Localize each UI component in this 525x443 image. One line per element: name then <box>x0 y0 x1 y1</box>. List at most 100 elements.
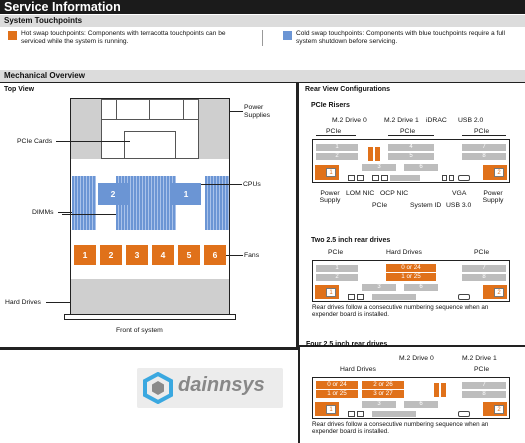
m2-drive-1-touchpoint <box>375 147 380 161</box>
riser-line <box>149 99 150 119</box>
four-drives-ocp <box>372 411 416 417</box>
pcie-slot-7: 7 <box>462 144 506 151</box>
four-drives-port <box>357 411 364 417</box>
ocp-nic-port <box>372 175 379 181</box>
two-drives-ocp <box>372 294 416 300</box>
leader-line <box>226 255 243 256</box>
four-drives-hard-drives-label: Hard Drives <box>340 366 376 373</box>
four-drives-slot-3: 3 <box>362 401 396 408</box>
four-drives-m2-0-touchpoint <box>434 383 439 397</box>
touchpoints-divider <box>262 30 263 46</box>
dimm-bank-right <box>205 176 229 230</box>
fan-5: 5 <box>178 245 200 265</box>
two-drives-slot-2: 2 <box>316 274 358 281</box>
four-drives-m2-drive-0-label: M.2 Drive 0 <box>399 355 434 362</box>
two-drives-pcie-right: PCIe <box>474 249 490 256</box>
four-drives-title: Four 2.5 inch rear drives <box>306 341 388 348</box>
touchpoints-section-title: System Touchpoints <box>0 15 525 27</box>
rear-drive-1-25: 1 or 25 <box>386 273 436 281</box>
four-drives-psu-2-number: 2 <box>494 405 504 414</box>
pcie-label-mid: PCIe <box>400 128 416 135</box>
vga-port <box>458 175 470 181</box>
hexagon-logo-icon <box>143 372 173 404</box>
two-drives-port <box>357 294 364 300</box>
rear-drive-2-26: 2 or 26 <box>362 381 404 389</box>
four-drives-slot-8: 8 <box>462 391 506 398</box>
fan-3: 3 <box>126 245 148 265</box>
dimm-bank-left <box>72 176 96 230</box>
rear-drive-0-24: 0 or 24 <box>316 381 358 389</box>
lom-nic-port <box>348 175 355 181</box>
mechanical-top-border <box>0 82 525 83</box>
hot-swap-description: Hot swap touchpoints: Components with te… <box>21 30 226 45</box>
two-drives-hard-drives-label: Hard Drives <box>386 249 422 256</box>
page-title: Service Information <box>0 0 525 14</box>
vga-label: VGA <box>452 190 467 197</box>
riser-line <box>101 119 199 120</box>
four-drives-port <box>348 411 355 417</box>
bracket-line <box>388 135 434 136</box>
ocp-nic-card <box>390 175 420 181</box>
two-drives-slot-3: 3 <box>362 284 396 291</box>
rear-drive-0-24: 0 or 24 <box>386 264 436 272</box>
two-drives-slot-7: 7 <box>462 265 506 272</box>
leader-line <box>56 141 130 142</box>
four-drive-left-border <box>298 347 300 443</box>
fan-1: 1 <box>74 245 96 265</box>
usb30-label: USB 3.0 <box>446 202 472 209</box>
four-drives-pcie-label: PCIe <box>474 366 490 373</box>
front-bezel <box>64 314 236 320</box>
two-drives-psu-2-number: 2 <box>494 288 504 297</box>
m2-drive-1-label: M.2 Drive 1 <box>384 117 419 124</box>
power-supply-2-number: 2 <box>494 168 504 177</box>
two-drives-vga <box>458 294 470 300</box>
fan-6: 6 <box>204 245 226 265</box>
riser-line <box>183 99 184 119</box>
four-drives-slot-6: 6 <box>404 401 438 408</box>
four-drives-slot-7: 7 <box>462 382 506 389</box>
rear-drive-3-27: 3 or 27 <box>362 390 404 398</box>
hot-swap-swatch <box>8 31 17 40</box>
pcie-cards-label: PCIe Cards <box>17 138 53 145</box>
bracket-line <box>462 135 506 136</box>
hard-drive-bay <box>71 279 229 314</box>
two-drives-slot-6: 6 <box>404 284 438 291</box>
pcie-slot-5: 5 <box>388 153 434 160</box>
cpu-2: 2 <box>98 183 128 205</box>
pcie-slot-6: 6 <box>404 164 438 171</box>
mechanical-section-title: Mechanical Overview <box>0 70 525 82</box>
rear-drive-1-25: 1 or 25 <box>316 390 358 398</box>
two-drives-title: Two 2.5 inch rear drives <box>311 237 391 244</box>
lom-nic-port <box>357 175 364 181</box>
system-id-label: System ID <box>410 202 442 209</box>
leader-line <box>229 111 243 112</box>
pcie-label-right: PCIe <box>474 128 490 135</box>
pcie-slot-4: 4 <box>388 144 434 151</box>
pcie-slot-2: 2 <box>316 153 358 160</box>
front-of-system-label: Front of system <box>116 327 163 334</box>
hard-drives-label: Hard Drives <box>5 299 41 306</box>
cold-swap-description: Cold swap touchpoints: Components with b… <box>296 30 505 45</box>
pcie-slot-1: 1 <box>316 144 358 151</box>
panel-divider <box>296 83 299 349</box>
fan-4: 4 <box>152 245 174 265</box>
riser-center-block <box>124 131 176 159</box>
four-drives-m2-1-touchpoint <box>441 383 446 397</box>
power-supplies-label: Power Supplies <box>244 104 271 119</box>
four-drives-vga <box>458 411 470 417</box>
top-view-title: Top View <box>4 86 35 93</box>
pcie-card-left <box>71 99 101 159</box>
power-supply-right-label: Power Supply <box>482 190 504 204</box>
riser-line <box>116 99 117 119</box>
usb-port <box>442 175 447 181</box>
idrac-label: iDRAC <box>426 117 447 124</box>
two-drives-note: Rear drives follow a consecutive numberi… <box>312 304 489 318</box>
cpu-1: 1 <box>171 183 201 205</box>
four-drives-note: Rear drives follow a consecutive numberi… <box>312 421 489 435</box>
power-supply-1-number: 1 <box>326 168 336 177</box>
four-drives-psu-1-number: 1 <box>326 405 336 414</box>
four-drive-top-border <box>298 345 525 347</box>
pcie-card-right <box>199 99 229 159</box>
usb-port <box>449 175 454 181</box>
